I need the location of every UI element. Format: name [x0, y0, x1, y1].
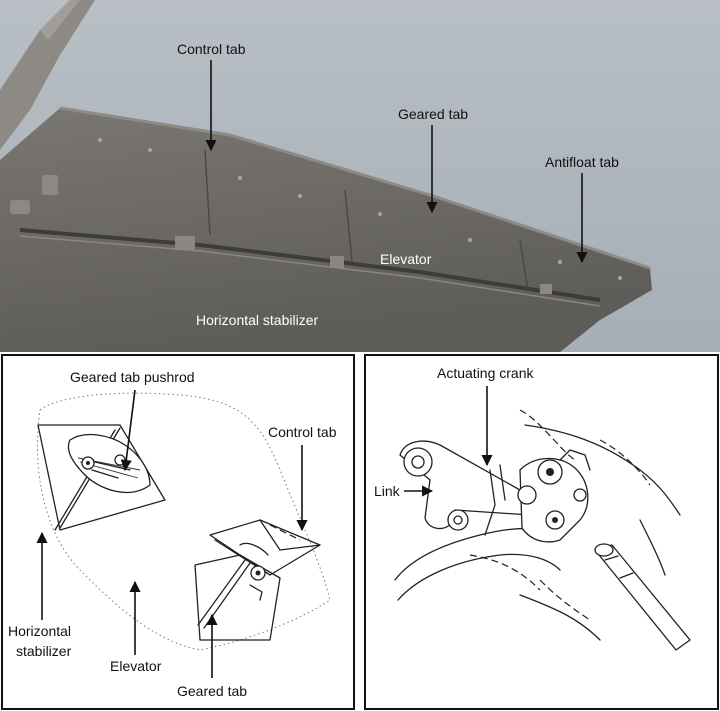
label-actuating-crank: Actuating crank [437, 365, 534, 381]
pushrod-part [594, 543, 691, 651]
label-geared-tab-drawing: Geared tab [177, 683, 247, 699]
wing-surface [0, 108, 652, 352]
hinge-line [19, 228, 601, 302]
label-control-tab-drawing: Control tab [268, 424, 337, 440]
label-antifloat-tab: Antifloat tab [545, 154, 619, 170]
photo-panel: Control tab Geared tab Antifloat tab Ele… [0, 0, 720, 352]
label-control-tab: Control tab [177, 41, 246, 57]
left-drawing-panel: Geared tab pushrod Control tab Horizonta… [1, 354, 355, 710]
label-elevator-drawing: Elevator [110, 658, 162, 674]
right-drawing-panel: Actuating crank Link [364, 354, 719, 710]
fuselage-shape [0, 0, 95, 150]
arrow-geared-tab-pushrod [120, 389, 136, 472]
label-link: Link [374, 483, 401, 499]
label-horizontal-stabilizer-photo: Horizontal stabilizer [196, 312, 318, 328]
label-geared-tab-photo: Geared tab [398, 106, 468, 122]
left-panel-border [1, 354, 355, 710]
label-horizontal-stabilizer-drawing-line2: stabilizer [16, 643, 72, 659]
label-horizontal-stabilizer-drawing-line1: Horizontal [8, 623, 71, 639]
label-geared-tab-pushrod: Geared tab pushrod [70, 369, 195, 385]
label-elevator-photo: Elevator [380, 251, 432, 267]
right-panel-border [364, 354, 719, 710]
actuating-crank-part [484, 449, 591, 543]
